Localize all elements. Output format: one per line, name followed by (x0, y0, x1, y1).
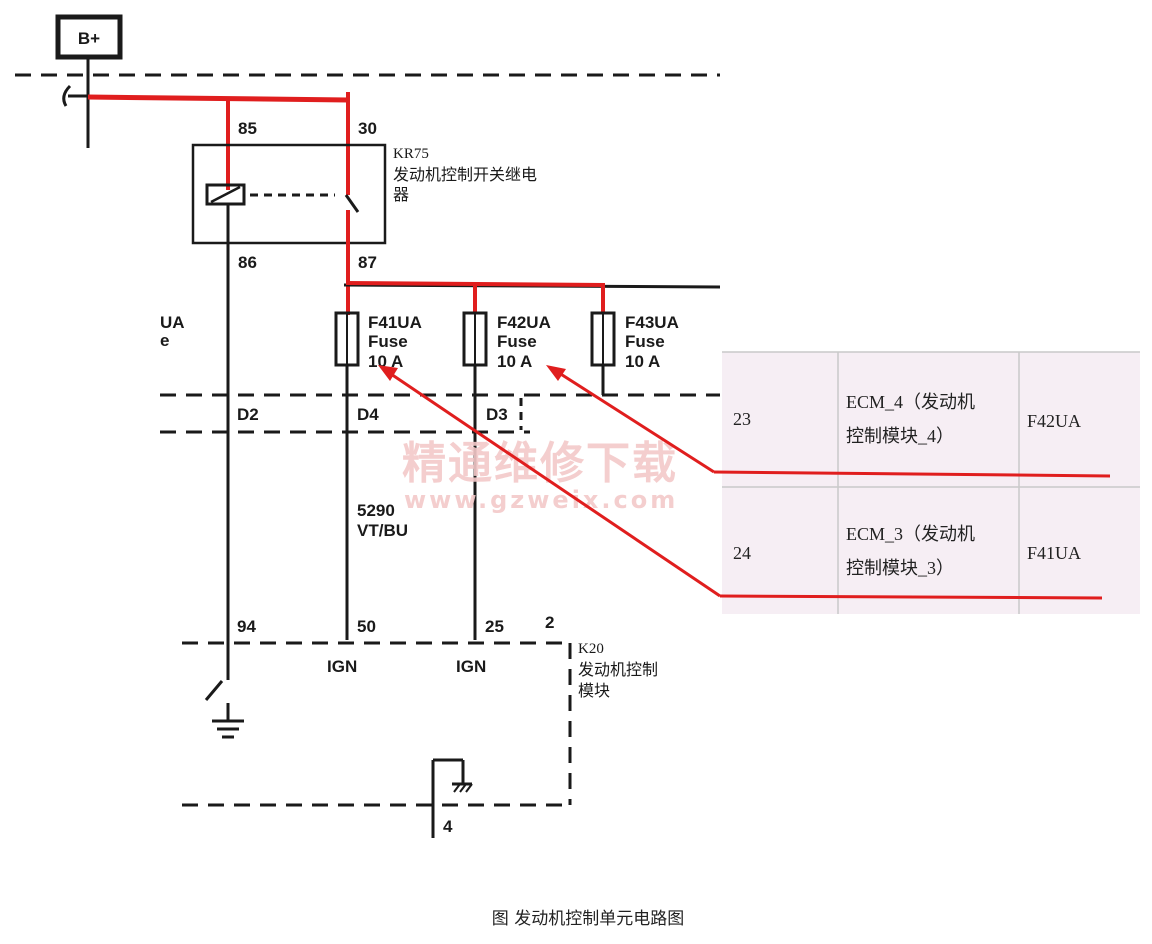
switch-icon (204, 680, 224, 701)
module-name-line2: 模块 (578, 681, 610, 700)
fuse-id: F41UA (368, 313, 422, 332)
fuse-f42ua: F42UA Fuse 10 A (462, 311, 551, 371)
table-fuse: F42UA (1027, 411, 1081, 431)
pin-assignment-table: 23 ECM_4（发动机 控制模块_4） F42UA 24 ECM_3（发动机 … (713, 351, 1140, 614)
connector-d3: D3 (486, 405, 508, 424)
table-row: 23 ECM_4（发动机 控制模块_4） F42UA (733, 392, 1081, 446)
fuse-id: F42UA (497, 313, 551, 332)
annotation-arrow-f42ua (546, 365, 715, 474)
fuse-rating: 10 A (497, 352, 532, 371)
table-desc-line1: ECM_4（发动机 (846, 392, 975, 412)
fuse-type: Fuse (625, 332, 665, 351)
relay-name-line1: 发动机控制开关继电 (393, 165, 537, 184)
fuse-rating: 10 A (368, 352, 403, 371)
module-pin-4: 4 (443, 817, 453, 836)
relay-pin-87: 87 (358, 253, 377, 272)
fuse-id: F43UA (625, 313, 679, 332)
partial-label: e (160, 331, 169, 350)
relay-id: KR75 (393, 146, 429, 162)
table-desc-line2: 控制模块_3） (846, 558, 954, 578)
connector-d4: D4 (357, 405, 379, 424)
relay-kr75: 85 30 KR75 发动机控制开关继电 器 86 87 (191, 119, 537, 272)
watermark-line1: 精通维修下载 (402, 438, 678, 489)
highlight-underline (713, 470, 1111, 478)
watermark-line2: www.gzweix.com (404, 486, 678, 514)
relay-pin-30: 30 (358, 119, 377, 138)
figure-caption: 图 发动机控制单元电路图 (492, 909, 684, 929)
table-desc-line1: ECM_3（发动机 (846, 524, 975, 544)
fuse-type: Fuse (368, 332, 408, 351)
module-pin-25: 25 (485, 617, 504, 636)
table-pin: 23 (733, 409, 751, 429)
relay-switch-icon (344, 194, 360, 213)
relay-name-line2: 器 (393, 185, 409, 204)
annotation-arrow-f41ua (378, 365, 721, 598)
module-pin-94: 94 (237, 617, 256, 636)
ign-label: IGN (456, 657, 486, 676)
wire-circuit-number: 5290 (357, 501, 395, 520)
relay-pin-85: 85 (238, 119, 257, 138)
fuse-f43ua: F43UA Fuse 10 A (590, 311, 679, 371)
connector-d2: D2 (237, 405, 259, 424)
watermark: 精通维修下载 www.gzweix.com (402, 438, 678, 514)
module-name-line1: 发动机控制 (578, 660, 658, 679)
partial-label: UA (160, 313, 185, 332)
wire-color: VT/BU (357, 521, 408, 540)
ign-label: IGN (327, 657, 357, 676)
battery-positive-source: B+ (55, 14, 123, 60)
module-k20: 94 50 25 2 IGN IGN K20 发动机控制 模块 (182, 613, 658, 838)
fuse-type: Fuse (497, 332, 537, 351)
module-pin-50: 50 (357, 617, 376, 636)
module-id: K20 (578, 641, 604, 657)
table-fuse: F41UA (1027, 543, 1081, 563)
highlight-underline (719, 594, 1103, 600)
fuse-rating: 10 A (625, 352, 660, 371)
fuse-f41ua: F41UA Fuse 10 A (334, 311, 422, 371)
relay-coil-icon (205, 183, 246, 206)
table-desc-line2: 控制模块_4） (846, 426, 954, 446)
fusible-link-symbol (62, 84, 72, 107)
red-feed-wire (87, 94, 349, 103)
table-pin: 24 (733, 543, 751, 563)
table-row: 24 ECM_3（发动机 控制模块_3） F41UA (733, 524, 1081, 578)
ground-icon (212, 719, 244, 739)
chassis-ground-icon (431, 758, 473, 838)
module-pin-2: 2 (545, 613, 554, 632)
power-label: B+ (78, 29, 100, 48)
relay-pin-86: 86 (238, 253, 257, 272)
